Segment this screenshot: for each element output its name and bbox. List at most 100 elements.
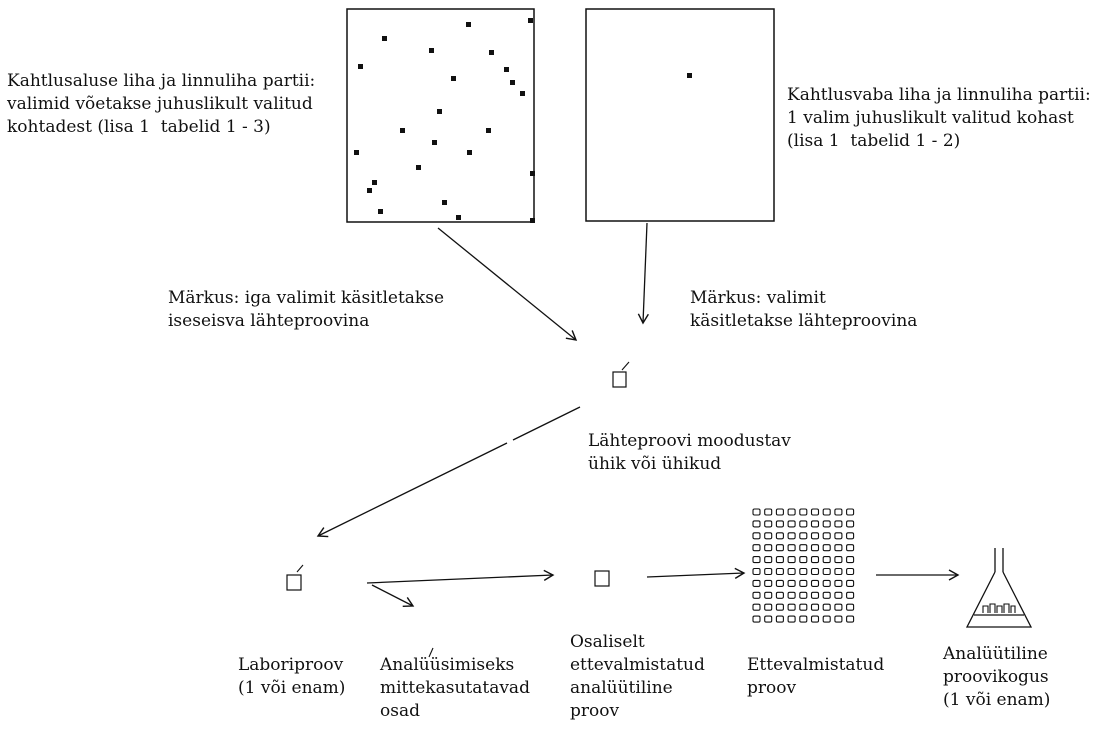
test-tube-cell bbox=[752, 615, 761, 623]
test-tube-cell bbox=[822, 615, 831, 623]
sample-unit-icon bbox=[612, 361, 630, 388]
test-tube-cell bbox=[775, 603, 784, 611]
sample-dot-icon bbox=[358, 64, 363, 69]
test-tube-cell bbox=[799, 544, 808, 552]
clean-lot-box bbox=[585, 8, 775, 222]
test-tube-cell bbox=[810, 579, 820, 587]
test-tube-cell bbox=[799, 615, 808, 623]
test-tube-cell bbox=[787, 615, 796, 623]
sample-unit-icon bbox=[286, 564, 304, 591]
test-tube-cell bbox=[775, 567, 784, 576]
test-tube-cell bbox=[834, 532, 843, 540]
contaminated-lot-box bbox=[346, 8, 535, 223]
arrow-lab-to-unused bbox=[371, 584, 415, 608]
sample-dot-icon bbox=[510, 80, 515, 85]
test-tube-cell bbox=[775, 579, 784, 587]
test-tube-cell bbox=[752, 508, 761, 516]
test-tube-cell bbox=[846, 615, 855, 623]
test-tube-cell bbox=[764, 615, 773, 623]
test-tube-cell bbox=[834, 603, 843, 611]
arrow-partial-to-prepared bbox=[646, 567, 746, 579]
sample-dot-icon bbox=[400, 128, 405, 133]
test-tube-cell bbox=[810, 532, 820, 540]
test-tube-cell bbox=[775, 544, 784, 552]
test-tube-cell bbox=[787, 579, 796, 587]
test-tube-cell bbox=[764, 544, 773, 552]
test-tube-cell bbox=[834, 591, 843, 599]
test-tube-cell bbox=[799, 603, 808, 611]
test-tube-cell bbox=[810, 615, 820, 623]
test-tube-cell bbox=[752, 603, 761, 611]
test-tube-cell bbox=[764, 567, 773, 576]
sample-unit-icon bbox=[594, 570, 610, 587]
sample-dot-icon bbox=[378, 209, 383, 214]
test-tube-cell bbox=[764, 532, 773, 540]
test-tube-cell bbox=[822, 579, 831, 587]
unused-parts-tick bbox=[428, 647, 434, 658]
test-tube-cell bbox=[810, 603, 820, 611]
test-tube-cell bbox=[834, 579, 843, 587]
test-tube-cell bbox=[764, 591, 773, 599]
test-tube-cell bbox=[799, 508, 808, 516]
sample-dot-icon bbox=[489, 50, 494, 55]
note-left-label: Märkus: iga valimit käsitletakse iseseis… bbox=[168, 288, 445, 331]
clean-lot-label: Kahtlusvaba liha ja linnuliha partii: 1 … bbox=[787, 85, 1091, 151]
test-tube-cell bbox=[834, 567, 843, 576]
sample-dot-icon bbox=[437, 109, 442, 114]
test-tube-cell bbox=[822, 532, 831, 540]
sample-dot-icon bbox=[429, 48, 434, 53]
analysis-flask-icon bbox=[965, 548, 1033, 628]
test-tube-cell bbox=[810, 544, 820, 552]
sample-dot-icon bbox=[687, 73, 692, 78]
test-tube-cell bbox=[846, 603, 855, 611]
test-tube-cell bbox=[846, 591, 855, 599]
test-tube-cell bbox=[787, 567, 796, 576]
test-tube-cell bbox=[846, 567, 855, 576]
test-tube-cell bbox=[752, 532, 761, 540]
sample-dot-icon bbox=[504, 67, 509, 72]
test-tube-cell bbox=[775, 520, 784, 528]
sample-dot-icon bbox=[382, 36, 387, 41]
test-tube-cell bbox=[834, 544, 843, 552]
test-tube-cell bbox=[810, 567, 820, 576]
test-tube-cell bbox=[764, 603, 773, 611]
test-tube-cell bbox=[764, 579, 773, 587]
test-tube-cell bbox=[787, 603, 796, 611]
primary-sample-label: Lähteproovi moodustav ühik või ühikud bbox=[588, 431, 791, 474]
test-tube-cell bbox=[799, 520, 808, 528]
sample-dot-icon bbox=[528, 18, 533, 23]
arrow-contaminated-to-primary bbox=[437, 227, 578, 341]
sample-dot-icon bbox=[432, 140, 437, 145]
prepared-label: Ettevalmistatud proov bbox=[747, 655, 885, 698]
test-tube-cell bbox=[846, 579, 855, 587]
test-tube-cell bbox=[822, 520, 831, 528]
test-tube-cell bbox=[752, 567, 761, 576]
test-tube-cell bbox=[799, 579, 808, 587]
test-tube-cell bbox=[752, 520, 761, 528]
test-tube-grid-icon bbox=[752, 508, 855, 623]
test-tube-cell bbox=[834, 508, 843, 516]
arrow-primary-to-lab bbox=[318, 406, 581, 536]
sample-dot-icon bbox=[367, 188, 372, 193]
test-tube-cell bbox=[834, 520, 843, 528]
analytical-portion-label: Analüütiline proovikogus (1 või enam) bbox=[943, 644, 1051, 710]
arrow-lab-to-partial bbox=[366, 569, 555, 584]
unused-parts-label: Analüüsimiseks mittekasutatavad osad bbox=[380, 655, 530, 721]
test-tube-cell bbox=[775, 508, 784, 516]
sample-dot-icon bbox=[451, 76, 456, 81]
test-tube-cell bbox=[787, 591, 796, 599]
test-tube-cell bbox=[775, 591, 784, 599]
test-tube-cell bbox=[846, 520, 855, 528]
test-tube-cell bbox=[752, 556, 761, 564]
test-tube-cell bbox=[822, 556, 831, 564]
test-tube-cell bbox=[846, 556, 855, 564]
sample-dot-icon bbox=[530, 218, 535, 223]
sample-dot-icon bbox=[372, 180, 377, 185]
sample-dot-icon bbox=[467, 150, 472, 155]
test-tube-cell bbox=[775, 615, 784, 623]
test-tube-cell bbox=[775, 532, 784, 540]
test-tube-cell bbox=[822, 603, 831, 611]
test-tube-cell bbox=[822, 544, 831, 552]
sample-dot-icon bbox=[354, 150, 359, 155]
sample-dot-icon bbox=[416, 165, 421, 170]
